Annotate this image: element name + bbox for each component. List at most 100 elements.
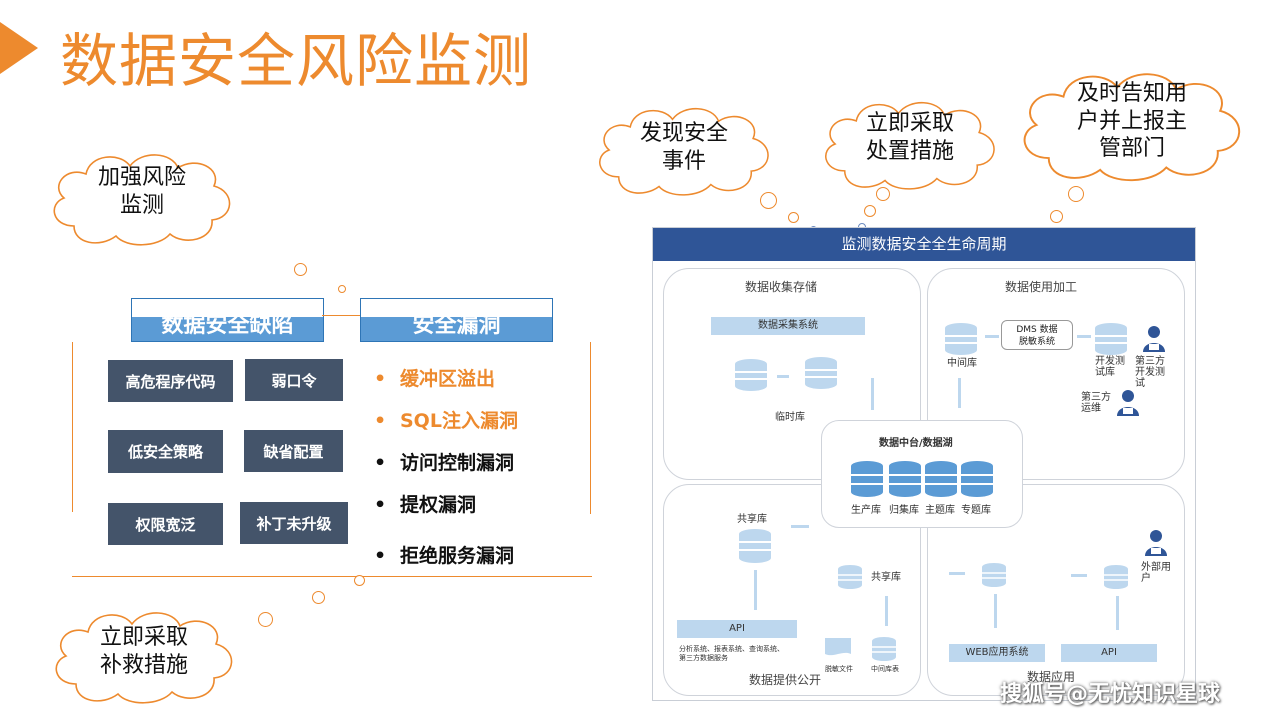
frame-right-line <box>590 342 591 514</box>
hub-db-label: 生产库 <box>851 505 881 516</box>
vuln-item: •拒绝服务漏洞 <box>374 545 515 567</box>
shared-db-label: 共享库 <box>871 572 901 583</box>
systems-label: 分析系统、报表系统、查询系统、 第三方数据服务 <box>679 645 784 662</box>
thought-bubble <box>760 192 777 209</box>
user-external-icon <box>1145 530 1167 556</box>
thought-bubble <box>876 187 890 201</box>
defect-box: 缺省配置 <box>244 430 343 472</box>
title-arrow-icon <box>0 22 38 74</box>
cloud-discover-text: 发现安全 事件 <box>639 121 728 174</box>
cloud-remediate: 立即采取 补救措施 <box>46 606 242 706</box>
database-icon <box>982 563 1006 587</box>
cloud-report-text: 及时告知用 户并上报主 管部门 <box>1076 81 1187 161</box>
cloud-shape-icon <box>825 101 995 190</box>
file-label: 脱敏文件 <box>825 665 853 673</box>
panel-use-title: 数据使用加工 <box>1005 280 1078 294</box>
database-icon <box>961 461 993 497</box>
frame-left-line <box>72 342 73 512</box>
arrow-right-icon <box>777 375 789 378</box>
database-icon <box>739 529 771 563</box>
thought-bubble <box>338 285 346 293</box>
database-icon <box>889 461 921 497</box>
shared-db-label: 共享库 <box>737 514 767 525</box>
database-icon <box>945 323 977 355</box>
data-hub-title: 数据中台/数据湖 <box>879 438 953 449</box>
database-icon <box>735 359 767 391</box>
database-icon <box>872 637 896 661</box>
database-icon <box>1104 565 1128 589</box>
third-ops-label: 第三方 运维 <box>1081 392 1111 414</box>
report-label: 中间库表 <box>871 665 899 673</box>
defect-box: 补丁未升级 <box>240 502 348 544</box>
defects-header: 数据安全缺陷 <box>131 298 324 342</box>
thought-bubble <box>312 591 325 604</box>
arrow-left-icon <box>791 525 809 528</box>
defect-box: 权限宽泛 <box>108 503 223 545</box>
arrow-down-icon <box>871 378 874 410</box>
cloud-shape-icon <box>599 107 769 196</box>
vuln-item: •访问控制漏洞 <box>374 452 515 474</box>
third-dev-label: 第三方 开发测 试 <box>1135 356 1165 389</box>
panel-provide-title: 数据提供公开 <box>749 673 822 687</box>
vuln-item: •缓冲区溢出 <box>374 368 496 390</box>
defect-box: 低安全策略 <box>108 430 223 473</box>
database-icon <box>838 565 862 589</box>
panel-apply-title: 数据应用 <box>1027 670 1076 684</box>
database-icon <box>1095 323 1127 355</box>
thought-bubble <box>354 575 365 586</box>
temp-db-label: 临时库 <box>775 412 805 423</box>
arrow-right-icon <box>985 335 999 338</box>
watermark: 搜狐号@无忧知识星球 <box>1000 682 1221 707</box>
arrow-down-icon <box>1116 596 1119 630</box>
cloud-discover: 发现安全 事件 <box>586 102 782 198</box>
arrow-up-icon <box>958 378 961 408</box>
dms-system-box: DMS 数据 脱敏系统 <box>1001 320 1073 350</box>
arrow-right-icon <box>949 572 965 575</box>
database-icon <box>851 461 883 497</box>
provide-api-bar: API <box>677 620 797 638</box>
cloud-measures: 立即采取 处置措施 <box>812 96 1008 192</box>
cloud-shape-icon <box>53 154 231 246</box>
collect-system-bar: 数据采集系统 <box>711 317 865 335</box>
cloud-remediate-text: 立即采取 补救措施 <box>99 625 188 678</box>
database-icon <box>805 357 837 389</box>
header-connector <box>322 315 360 316</box>
arrow-down-icon <box>754 570 757 610</box>
apply-api-bar: API <box>1061 644 1157 662</box>
cloud-measures-text: 立即采取 处置措施 <box>865 111 954 164</box>
arrow-down-icon <box>994 594 997 628</box>
defect-box: 高危程序代码 <box>108 360 233 402</box>
hub-db-label: 归集库 <box>889 505 919 516</box>
frame-bottom-line <box>72 576 592 577</box>
arrow-right-icon <box>1071 574 1087 577</box>
diagram-header: 监测数据安全全生命周期 <box>653 228 1195 261</box>
hub-db-label: 专题库 <box>961 505 991 516</box>
devtest-db-label: 开发测 试库 <box>1095 356 1125 378</box>
thought-bubble <box>258 612 273 627</box>
cloud-shape-icon <box>55 612 233 704</box>
thought-bubble <box>1068 186 1084 202</box>
cloud-strengthen-text: 加强风险 监测 <box>97 165 186 218</box>
arrow-right-icon <box>1077 335 1091 338</box>
hub-db-label: 主题库 <box>925 505 955 516</box>
thought-bubble <box>294 263 307 276</box>
cloud-shape-icon <box>1023 73 1241 182</box>
panel-collect-title: 数据收集存储 <box>745 280 818 294</box>
lifecycle-diagram: 监测数据安全全生命周期 数据收集存储 数据采集系统 临时库 数据使用加工 中间库… <box>652 227 1196 701</box>
thought-bubble <box>1050 210 1063 223</box>
file-icon <box>825 638 851 656</box>
middle-db-label: 中间库 <box>947 358 977 369</box>
vulns-header: 安全漏洞 <box>360 298 553 342</box>
vuln-item: •SQL注入漏洞 <box>374 410 518 432</box>
thought-bubble <box>788 212 799 223</box>
arrow-down-icon <box>885 596 888 626</box>
user-ops-icon <box>1117 390 1139 416</box>
database-icon <box>925 461 957 497</box>
defect-box: 弱口令 <box>245 359 343 401</box>
thought-bubble <box>864 205 876 217</box>
cloud-report: 及时告知用 户并上报主 管部门 <box>1012 66 1252 184</box>
user-dev-icon <box>1143 326 1165 352</box>
external-user-label: 外部用 户 <box>1141 562 1171 584</box>
vuln-item: •提权漏洞 <box>374 494 477 516</box>
web-app-bar: WEB应用系统 <box>949 644 1045 662</box>
